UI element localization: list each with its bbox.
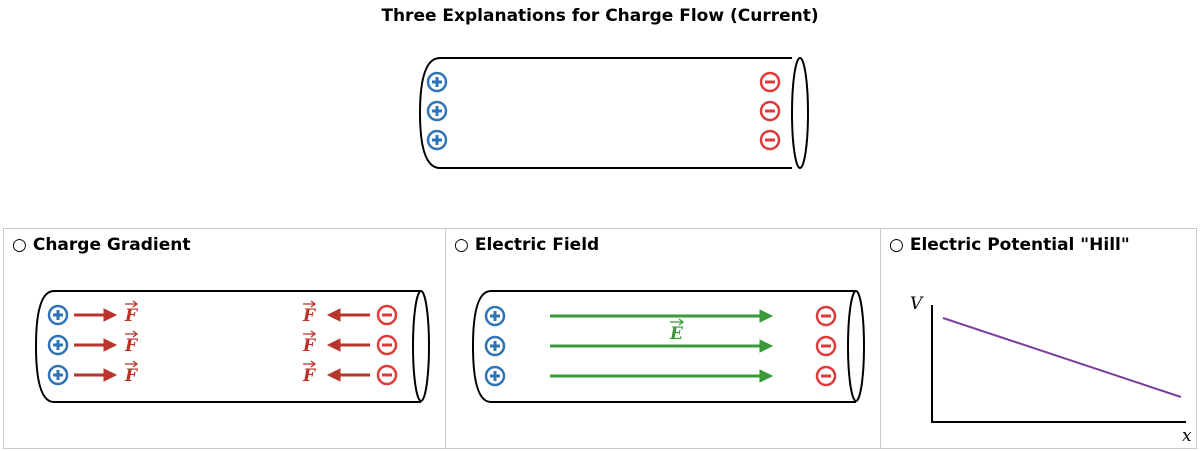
negative-charge — [759, 129, 781, 151]
explanations-table: F F F F F F ○Charge Gradient — [3, 228, 1197, 449]
electric-field-diagram: E — [471, 290, 865, 403]
positive-charge — [426, 129, 448, 151]
panel-electric-field: E ○Electric Field — [445, 229, 880, 448]
panel-title-electric-field: ○Electric Field — [454, 235, 600, 255]
page-title: Three Explanations for Charge Flow (Curr… — [381, 6, 819, 26]
force-label: F — [124, 366, 139, 386]
force-label: F — [124, 336, 139, 356]
negative-charges-top — [759, 71, 781, 151]
force-label: F — [302, 336, 317, 356]
negative-charge — [759, 100, 781, 122]
potential-graph: V x — [910, 294, 1192, 446]
positive-charges-top — [426, 71, 448, 151]
field-label: E — [669, 324, 684, 344]
y-axis-label: V — [910, 294, 924, 314]
charge-gradient-diagram: F F F F F F — [34, 290, 430, 403]
x-axis-label: x — [1182, 426, 1192, 446]
potential-line — [942, 317, 1182, 398]
top-wire-diagram — [418, 57, 809, 169]
panel-title-charge-gradient: ○Charge Gradient — [12, 235, 191, 255]
panel-electric-potential: V x ○Electric Potential "Hill" — [880, 229, 1196, 448]
positive-charge — [426, 100, 448, 122]
wire-end — [791, 57, 809, 169]
wire-body — [418, 57, 792, 169]
positive-charge — [426, 71, 448, 93]
panel-charge-gradient: F F F F F F ○Charge Gradient — [4, 229, 445, 448]
panel-title-electric-potential: ○Electric Potential "Hill" — [889, 235, 1130, 255]
force-label: F — [124, 306, 139, 326]
negative-charge — [759, 71, 781, 93]
force-label: F — [302, 366, 317, 386]
force-label: F — [302, 306, 317, 326]
